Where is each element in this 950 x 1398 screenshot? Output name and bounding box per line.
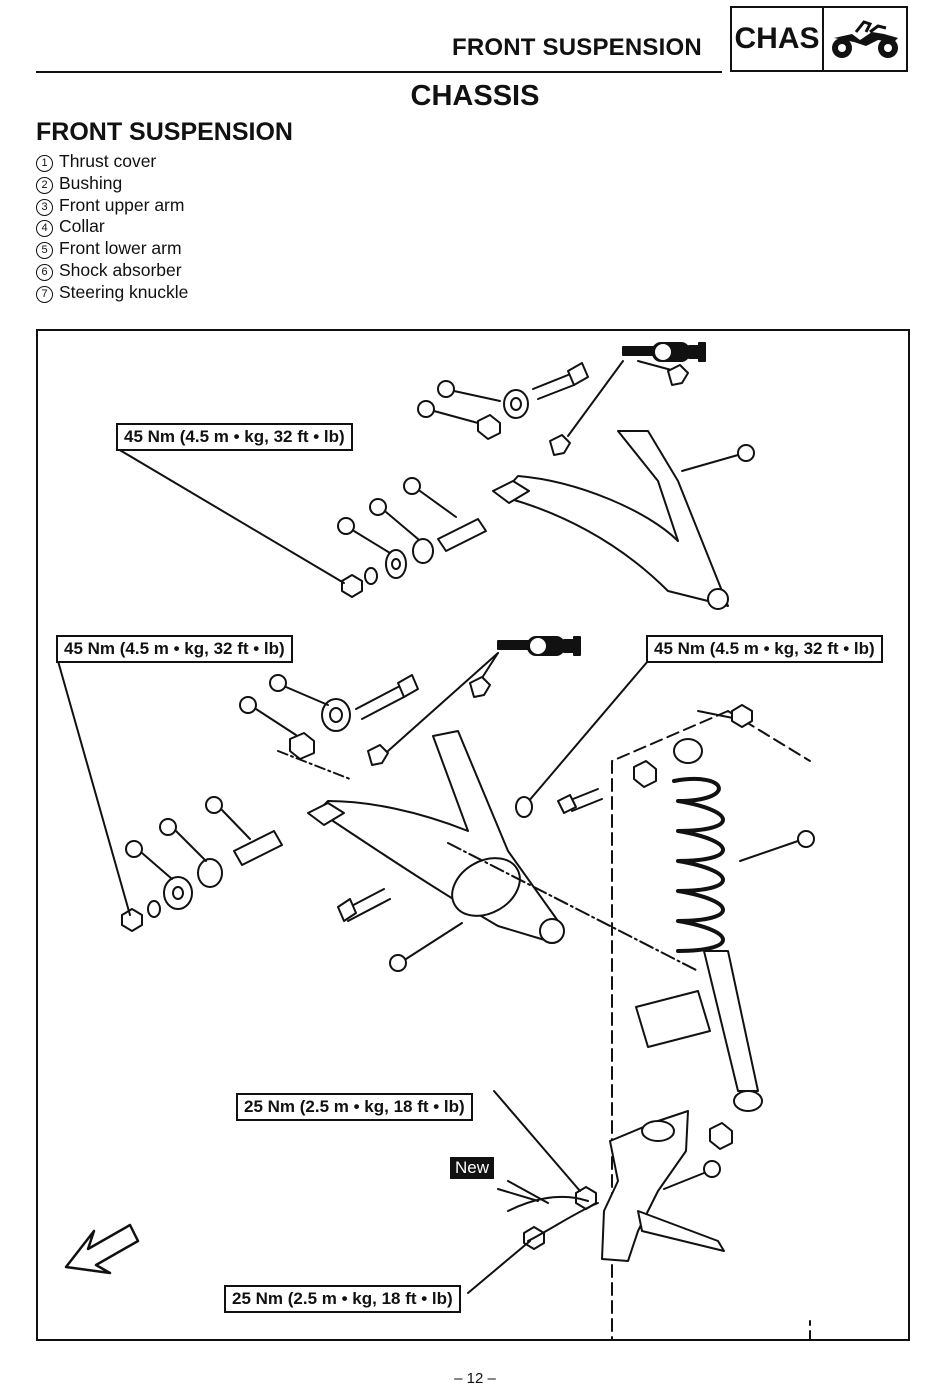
chapter-badge: CHAS (730, 6, 908, 72)
grease-gun-icon (497, 636, 581, 656)
chapter-badge-label: CHAS (732, 8, 824, 70)
legend-item: 6 Shock absorber (36, 260, 188, 282)
header-title: FRONT SUSPENSION (452, 34, 702, 61)
legend-item: 7 Steering knuckle (36, 282, 188, 304)
fwd-arrow-icon (64, 1223, 140, 1275)
legend-label: Front upper arm (59, 194, 185, 215)
legend-label: Shock absorber (59, 259, 182, 280)
callout-number: 2 (36, 176, 53, 194)
legend-label: Bushing (59, 172, 123, 193)
atv-icon (832, 20, 898, 58)
chapter-title: CHASSIS (410, 80, 540, 112)
front-upper-arm-group (117, 342, 755, 610)
legend-item: 3 Front upper arm (36, 195, 188, 217)
callout-number: 6 (36, 263, 53, 281)
section-title: FRONT SUSPENSION (36, 118, 293, 146)
legend-item: 5 Front lower arm (36, 238, 188, 260)
legend-label: Thrust cover (59, 151, 157, 171)
torque-spec-lower-left: 45 Nm (4.5 m • kg, 32 ft • lb) (56, 635, 293, 663)
legend-label: Collar (59, 216, 105, 237)
callout-number: 4 (36, 220, 53, 238)
callout-number: 1 (36, 155, 53, 172)
legend-label: Front lower arm (59, 238, 182, 259)
torque-spec-lower-right: 45 Nm (4.5 m • kg, 32 ft • lb) (646, 635, 883, 663)
callout-number: 3 (36, 198, 53, 216)
exploded-diagram: 45 Nm (4.5 m • kg, 32 ft • lb) 45 Nm (4.… (36, 329, 910, 1341)
torque-spec-upper: 45 Nm (4.5 m • kg, 32 ft • lb) (116, 423, 353, 451)
legend-item: 4 Collar (36, 216, 188, 238)
torque-spec-knuckle-bottom: 25 Nm (2.5 m • kg, 18 ft • lb) (224, 1285, 461, 1313)
front-lower-arm-group (57, 636, 699, 972)
torque-spec-knuckle-top: 25 Nm (2.5 m • kg, 18 ft • lb) (236, 1093, 473, 1121)
legend-item: 2 Bushing (36, 173, 188, 195)
callout-number: 7 (36, 285, 53, 303)
grease-gun-icon (622, 342, 706, 362)
legend-label: Steering knuckle (59, 281, 189, 302)
new-part-badge: New (450, 1157, 495, 1179)
exploded-diagram-drawing (57, 342, 815, 1339)
shock-absorber-group (611, 704, 815, 1339)
header-rule (36, 71, 722, 73)
legend-item: 1 Thrust cover (36, 151, 188, 173)
callout-number: 5 (36, 242, 53, 260)
page-number: – 12 – (454, 1370, 496, 1387)
steering-knuckle-group (467, 1090, 725, 1294)
